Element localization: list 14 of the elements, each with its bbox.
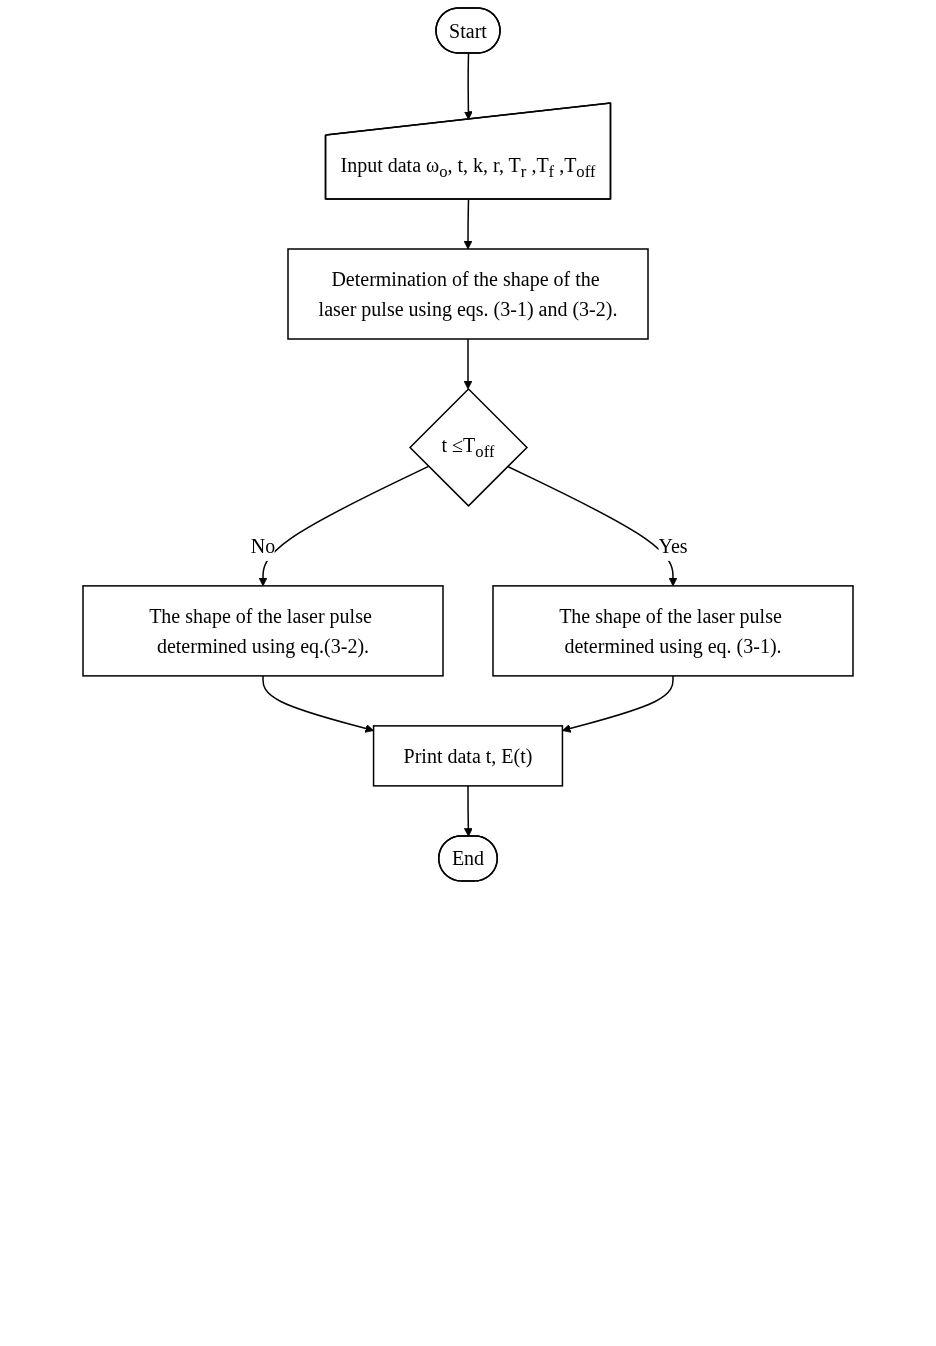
arrow <box>562 675 674 733</box>
arrow <box>262 675 374 733</box>
node-box: Determination of the shape of the laser pulse using eqs. (3-1) and (3-2). <box>287 248 649 340</box>
node-box: Print data t, E(t) <box>372 725 564 787</box>
arrow <box>463 785 473 837</box>
node-diamond: t ≤T$_{off}$ <box>409 387 528 507</box>
arrow <box>463 338 473 390</box>
arrow <box>506 465 678 587</box>
node-box: The shape of the laser pulse determined using eq.(3-2). <box>82 585 444 677</box>
arrow <box>464 52 473 120</box>
edge-label: No <box>250 534 276 557</box>
node-box: The shape of the laser pulse determined using eq. (3-1). <box>492 585 854 677</box>
arrow <box>258 465 430 587</box>
edge-label: Yes <box>658 534 688 557</box>
